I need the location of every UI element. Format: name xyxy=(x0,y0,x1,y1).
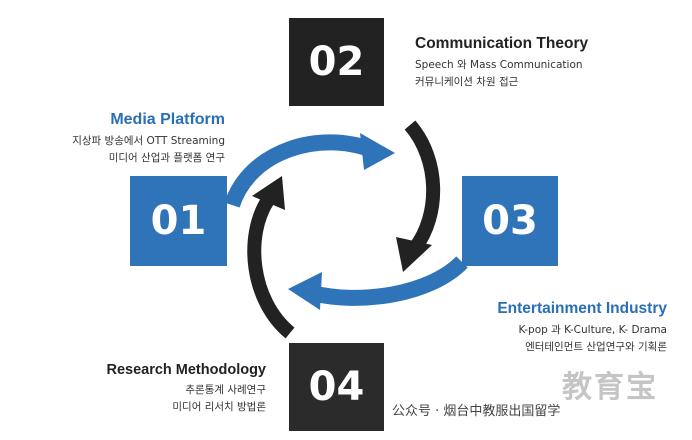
entertainment-industry-line1: K-pop 과 K-Culture, K- Drama xyxy=(518,324,667,336)
block-03: 03 xyxy=(462,176,558,266)
research-methodology-line1: 추론통계 사례연구 xyxy=(185,384,266,396)
research-methodology-line2: 미디어 리서치 방법론 xyxy=(172,401,266,413)
entertainment-industry-title: Entertainment Industry xyxy=(497,300,667,317)
block-04: 04 xyxy=(289,343,384,431)
block-01-number: 01 xyxy=(150,198,207,244)
block-02-number: 02 xyxy=(308,39,365,85)
block-04-number: 04 xyxy=(308,364,365,410)
communication-theory-line2: 커뮤니케이션 차원 접근 xyxy=(415,76,519,88)
research-methodology-title: Research Methodology xyxy=(106,362,266,378)
media-platform-line2: 미디어 산업과 플랫폼 연구 xyxy=(108,152,225,164)
communication-theory-title: Communication Theory xyxy=(415,35,589,52)
block-01: 01 xyxy=(130,176,227,266)
entertainment-industry-line2: 엔터테인먼트 산업연구와 기획론 xyxy=(525,341,667,353)
media-platform-title: Media Platform xyxy=(110,111,225,128)
section-entertainment-industry: Entertainment Industry K-pop 과 K-Culture… xyxy=(449,300,667,356)
block-02: 02 xyxy=(289,18,384,106)
section-communication-theory: Communication Theory Speech 와 Mass Commu… xyxy=(415,35,588,91)
arrow-04-to-01 xyxy=(247,196,295,339)
media-platform-line1: 지상파 방송에서 OTT Streaming xyxy=(72,135,225,147)
arrow-02-to-03 xyxy=(404,120,441,253)
block-03-number: 03 xyxy=(482,198,538,244)
section-media-platform: Media Platform 지상파 방송에서 OTT Streaming 미디… xyxy=(60,111,225,167)
arrow-01-to-02-head xyxy=(360,133,395,170)
section-research-methodology: Research Methodology 추론통계 사례연구 미디어 리서치 방… xyxy=(88,362,266,416)
arrow-03-to-04-head xyxy=(288,272,322,310)
watermark-text: 公众号 · 烟台中教服出国留学 xyxy=(392,404,561,419)
watermark-logo: 教育宝 xyxy=(562,370,658,405)
arrow-02-to-03-head xyxy=(396,237,432,272)
arrow-03-to-04 xyxy=(310,256,468,306)
arrow-01-to-02 xyxy=(224,134,375,208)
communication-theory-line1: Speech 와 Mass Communication xyxy=(415,59,583,71)
arrow-04-to-01-head xyxy=(252,176,285,210)
